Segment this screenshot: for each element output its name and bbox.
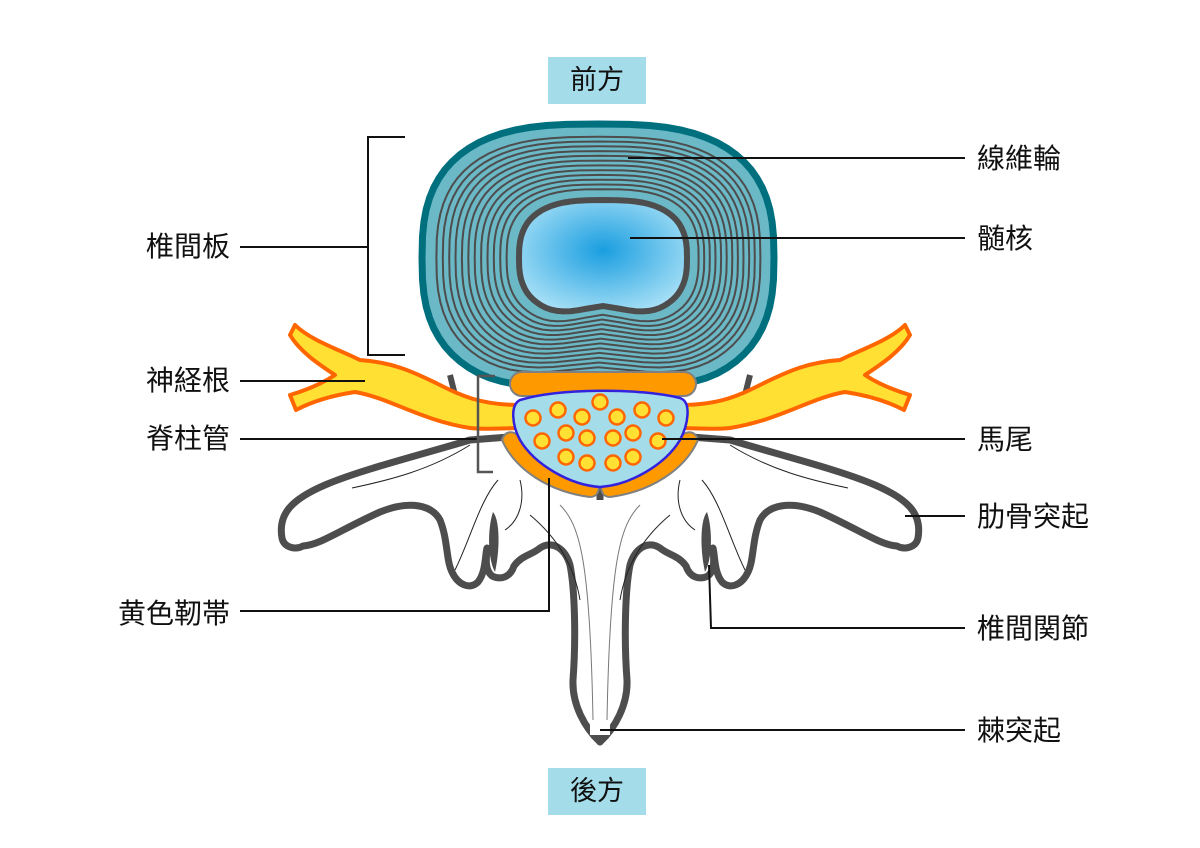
label-cauda-equina: 馬尾: [977, 423, 1034, 456]
cauda-equina: [524, 393, 675, 472]
annulus-ring: [473, 164, 728, 346]
nucleus-pulposus: [515, 196, 691, 315]
label-annulus-fibrosus: 線維輪: [977, 142, 1062, 175]
nerve-fiber: [578, 454, 596, 472]
annulus-ring: [441, 140, 756, 369]
nerve-roots: [288, 323, 912, 431]
nerve-fiber: [649, 432, 667, 450]
label-nerve-root: 神経根: [145, 364, 230, 397]
nerve-fiber: [604, 429, 622, 447]
nerve-fiber: [624, 424, 642, 442]
nerve-fiber: [533, 432, 551, 450]
facet-joints: [489, 512, 711, 572]
annulus-rings: [435, 135, 762, 374]
nerve-root-left: [288, 323, 522, 431]
annulus-ring: [460, 154, 739, 355]
annulus-ring: [492, 178, 711, 332]
annulus-ring: [435, 135, 762, 374]
label-spinal-canal: 脊柱管: [145, 422, 230, 455]
nerve-fiber: [578, 429, 596, 447]
posterior-label: 後方: [548, 768, 646, 815]
intervertebral-disc: [418, 120, 778, 389]
nerve-fiber: [624, 448, 642, 466]
nerve-fiber: [573, 408, 591, 426]
nerve-fiber: [608, 408, 626, 426]
nerve-fiber: [557, 424, 575, 442]
nerve-fiber: [557, 448, 575, 466]
label-transverse-process: 肋骨突起: [977, 500, 1090, 533]
label-spinous-process: 棘突起: [977, 714, 1062, 747]
nerve-fiber: [524, 409, 542, 427]
label-nucleus-pulposus: 髄核: [977, 222, 1034, 255]
annulus-ring: [499, 183, 706, 327]
annulus-ring: [454, 150, 745, 360]
leader-lines: [240, 136, 965, 731]
nerve-fiber: [633, 401, 651, 419]
annulus-ring: [467, 159, 734, 350]
nerve-fiber: [549, 401, 567, 419]
annulus-ring: [480, 169, 723, 341]
anterior-label: 前方: [548, 57, 646, 104]
bone-contour-lines: [351, 444, 849, 721]
nerve-fiber: [591, 393, 609, 411]
label-intervertebral-disc: 椎間板: [145, 230, 230, 263]
annulus-ring: [505, 188, 700, 323]
label-facet-joint: 椎間関節: [977, 612, 1090, 645]
label-ligamentum-flavum: 黄色靭帯: [117, 597, 230, 630]
annulus-ring: [486, 173, 717, 336]
nerve-fiber: [657, 409, 675, 427]
nerve-fiber: [604, 454, 622, 472]
